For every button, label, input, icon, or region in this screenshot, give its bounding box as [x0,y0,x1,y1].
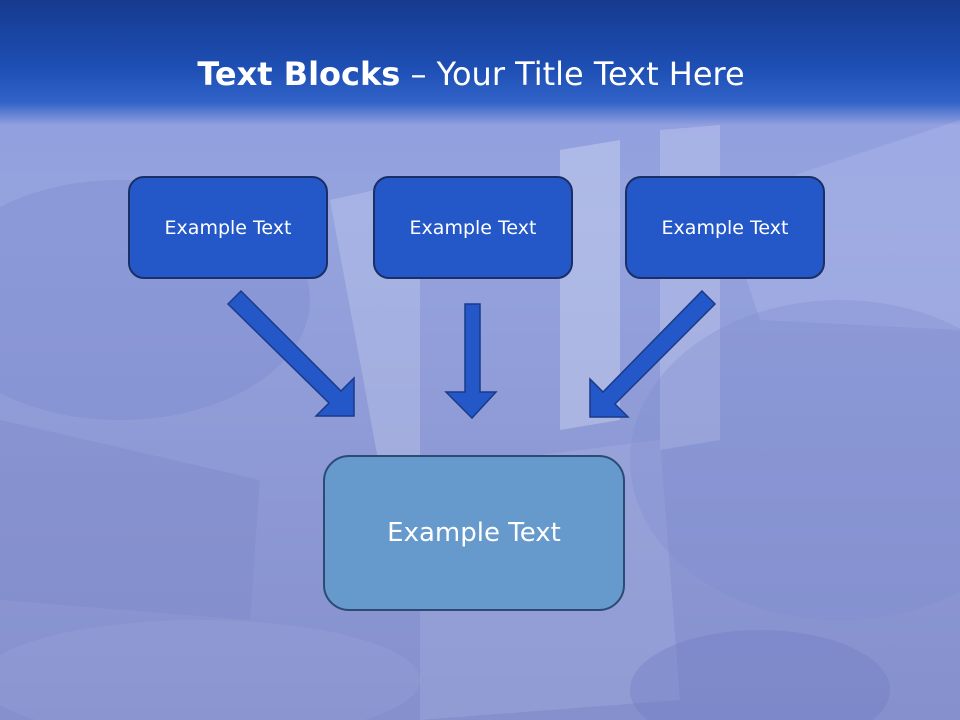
arrow-right [589,289,717,418]
text-block-left[interactable]: Example Text [128,176,328,279]
text-block-label: Example Text [164,216,292,239]
arrow-left [226,289,355,417]
title-bar [0,0,960,125]
title-rest: Your Title Text Here [436,55,745,93]
page-title: Text Blocks – Your Title Text Here [0,52,942,96]
title-bold: Text Blocks [197,55,401,93]
text-block-label: Example Text [661,216,789,239]
target-text-label: Example Text [387,518,561,548]
text-block-center[interactable]: Example Text [373,176,573,279]
title-dash: – [410,55,427,93]
text-block-right[interactable]: Example Text [625,176,825,279]
text-block-label: Example Text [409,216,537,239]
target-text-block[interactable]: Example Text [323,455,625,611]
arrow-center [444,303,498,420]
